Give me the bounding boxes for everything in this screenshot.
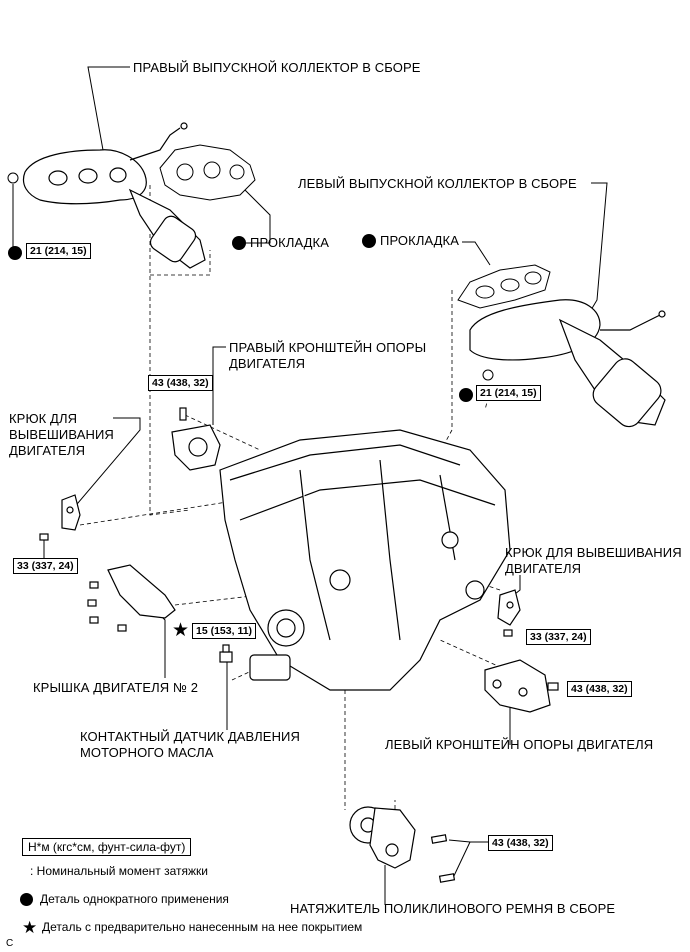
single-use-dot [232, 236, 246, 250]
label-hook-left-line1: КРЮК ДЛЯ [9, 411, 78, 426]
single-use-dot [362, 234, 376, 248]
right-manifold-nut [7, 172, 19, 184]
legend-nominal-torque: : Номинальный момент затяжки [30, 864, 208, 878]
precoated-star-icon: ★ [172, 620, 190, 641]
single-use-dot [459, 388, 473, 402]
legend-units: Н*м (кгс*см, фунт-сила-фут) [22, 838, 192, 856]
leader-right-manifold [87, 66, 130, 151]
label-oil-sensor-line1: КОНТАКТНЫЙ ДАТЧИК ДАВЛЕНИЯ [80, 729, 300, 744]
label-right-bracket-line2: ДВИГАТЕЛЯ [229, 356, 306, 371]
oil-pressure-sensor [219, 644, 233, 663]
leader-tensioner-bolts [448, 839, 490, 843]
belt-tensioner [349, 806, 456, 883]
left-gasket [457, 264, 551, 309]
leader-left-gasket [462, 241, 491, 266]
torque-hook-right: 33 (337, 24) [526, 629, 591, 645]
leader-left-manifold [587, 182, 608, 316]
torque-left-manifold-nut: 21 (214, 15) [476, 385, 541, 401]
leader-cover [154, 609, 166, 678]
single-use-dot [8, 246, 22, 260]
right-engine-mount-bracket [171, 407, 221, 471]
legend-single-use: Деталь однократного применения [40, 892, 229, 906]
label-left-exhaust-manifold: ЛЕВЫЙ ВЫПУСКНОЙ КОЛЛЕКТОР В СБОРЕ [298, 176, 577, 191]
left-engine-mount-bracket [484, 659, 559, 713]
label-hook-right-line1: КРЮК ДЛЯ ВЫВЕШИВАНИЯ [505, 545, 682, 560]
figure-code: C [6, 938, 14, 949]
label-oil-sensor-line2: МОТОРНОГО МАСЛА [80, 745, 214, 760]
left-exhaust-manifold [469, 299, 666, 428]
right-gasket [159, 144, 256, 201]
label-right-exhaust-manifold: ПРАВЫЙ ВЫПУСКНОЙ КОЛЛЕКТОР В СБОРЕ [133, 60, 421, 75]
torque-right-manifold-nut: 21 (214, 15) [26, 243, 91, 259]
torque-tensioner: 43 (438, 32) [488, 835, 553, 851]
torque-left-bracket: 43 (438, 32) [567, 681, 632, 697]
legend-single-use-icon [20, 893, 33, 906]
torque-right-bracket: 43 (438, 32) [148, 375, 213, 391]
right-exhaust-manifold [22, 122, 206, 269]
label-right-gasket: ПРОКЛАДКА [250, 235, 329, 250]
label-hook-right-line2: ДВИГАТЕЛЯ [505, 561, 582, 576]
label-right-bracket-line1: ПРАВЫЙ КРОНШТЕЙН ОПОРЫ [229, 340, 427, 355]
legend-precoated-star-icon: ★ [22, 918, 38, 937]
leader-tensioner-bolts2 [451, 841, 471, 881]
left-engine-hook [39, 494, 81, 541]
legend-precoated: Деталь с предварительно нанесенным на не… [42, 920, 363, 934]
leader-hook-left [71, 417, 141, 511]
label-tensioner: НАТЯЖИТЕЛЬ ПОЛИКЛИНОВОГО РЕМНЯ В СБОРЕ [290, 901, 616, 916]
label-left-gasket: ПРОКЛАДКА [380, 233, 459, 248]
leader-right-gasket [244, 189, 271, 244]
label-hook-left-line3: ДВИГАТЕЛЯ [9, 443, 86, 458]
leader-right-nut [12, 184, 16, 251]
leader-right-bracket [212, 346, 226, 425]
label-left-bracket: ЛЕВЫЙ КРОНШТЕЙН ОПОРЫ ДВИГАТЕЛЯ [385, 737, 654, 752]
torque-oil-sensor: 15 (153, 11) [192, 623, 257, 639]
left-manifold-nut [482, 369, 494, 381]
torque-hook-left: 33 (337, 24) [13, 558, 78, 574]
engine-cover-2 [87, 564, 176, 632]
label-hook-left-line2: ВЫВЕШИВАНИЯ [9, 427, 114, 442]
engine-block [219, 429, 511, 691]
right-engine-hook [497, 589, 521, 637]
label-engine-cover-2: КРЫШКА ДВИГАТЕЛЯ № 2 [33, 680, 199, 695]
